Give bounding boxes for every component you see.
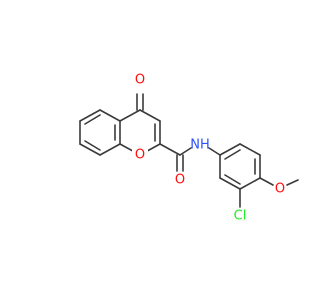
atom-layer: O O O NH Cl O <box>132 73 285 224</box>
molecule-diagram: O O O NH Cl O <box>79 73 299 224</box>
bond <box>239 143 261 156</box>
bond <box>224 149 241 160</box>
bond <box>99 109 121 122</box>
bond <box>259 177 274 186</box>
bond <box>119 109 141 122</box>
bond <box>99 143 121 156</box>
bond <box>139 109 161 122</box>
bond <box>84 140 101 151</box>
structure-svg: O O O NH Cl O <box>79 73 299 224</box>
bond <box>219 177 241 190</box>
bond <box>286 179 299 186</box>
amide-oxygen-label: O <box>175 173 185 188</box>
bond <box>219 143 241 156</box>
ring-oxygen-bg <box>132 148 148 164</box>
bond <box>208 147 221 156</box>
bond <box>84 114 101 125</box>
methoxy-oxygen-label: O <box>275 182 285 197</box>
carbonyl-oxygen-label: O <box>135 73 145 88</box>
bond-layer <box>79 93 299 208</box>
amide-nh-label: NH <box>190 138 210 153</box>
bond <box>179 147 192 156</box>
bond <box>159 143 181 156</box>
bond <box>79 143 101 156</box>
bond <box>224 174 241 185</box>
bond <box>239 177 261 190</box>
ring-oxygen-label: O <box>135 148 145 163</box>
bond <box>79 109 101 122</box>
chloro-label: Cl <box>234 209 247 224</box>
